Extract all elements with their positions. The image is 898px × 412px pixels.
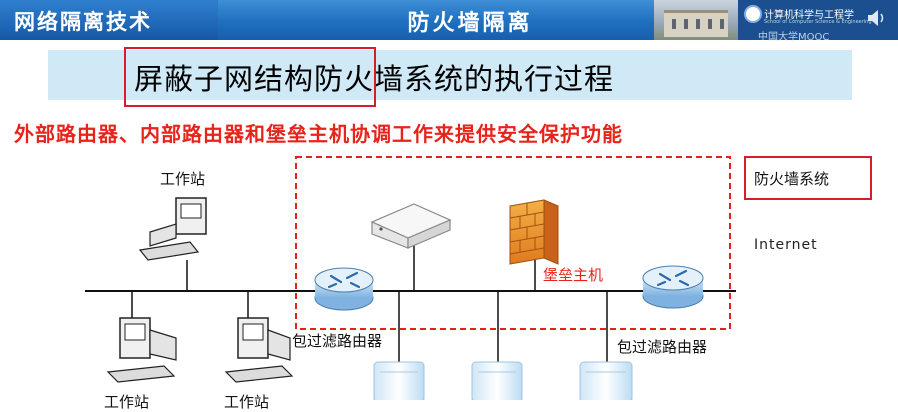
workstation-bottom-left-label: 工作站 <box>104 391 149 412</box>
workstation-top-icon <box>140 198 206 260</box>
server-tower-1-icon <box>374 362 424 400</box>
server-tower-3-icon <box>580 362 632 400</box>
inner-router-label: 包过滤路由器 <box>292 330 382 351</box>
internet-label: Internet <box>754 237 818 253</box>
inner-router-icon <box>315 268 373 310</box>
outer-router-label: 包过滤路由器 <box>617 336 707 357</box>
workstation-bottom-right-icon <box>226 318 292 382</box>
network-diagram <box>0 0 898 400</box>
workstation-bottom-right-label: 工作站 <box>224 391 269 412</box>
server-tower-2-icon <box>472 362 522 400</box>
server-device-icon <box>372 204 450 248</box>
firewall-system-label: 防火墙系统 <box>744 156 872 200</box>
outer-router-icon <box>643 266 703 308</box>
bastion-host-label: 堡垒主机 <box>543 264 603 285</box>
bastion-host-icon <box>510 200 558 264</box>
workstation-bottom-left-icon <box>108 318 176 382</box>
workstation-top-label: 工作站 <box>160 168 205 189</box>
